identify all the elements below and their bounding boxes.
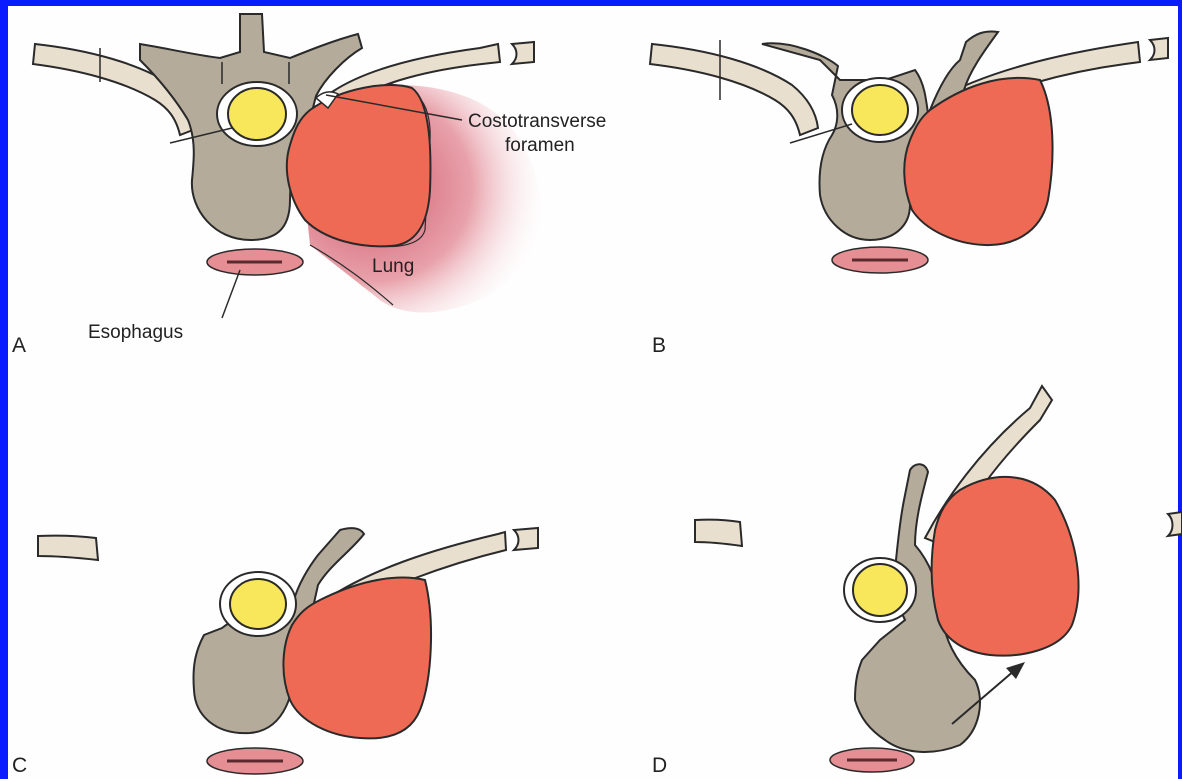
label-costotransverse-line2: foramen bbox=[505, 135, 575, 156]
label-lung: Lung bbox=[372, 256, 414, 277]
tumor-mass-d bbox=[932, 477, 1079, 656]
rib-left-d bbox=[695, 520, 742, 546]
rib-left-c bbox=[38, 536, 98, 560]
spinal-cord-c bbox=[230, 579, 286, 629]
panel-letter-b: B bbox=[652, 334, 666, 357]
panel-letter-c: C bbox=[12, 754, 27, 777]
label-costotransverse-line1: Costotransverse bbox=[468, 111, 606, 132]
spinal-cord-b bbox=[852, 85, 908, 135]
panel-letter-a: A bbox=[12, 334, 26, 357]
rib-right-c-end bbox=[514, 528, 538, 550]
panel-letter-d: D bbox=[652, 754, 667, 777]
spinal-cord bbox=[228, 88, 286, 140]
label-esophagus: Esophagus bbox=[88, 322, 183, 343]
spinal-cord-d bbox=[853, 564, 907, 616]
